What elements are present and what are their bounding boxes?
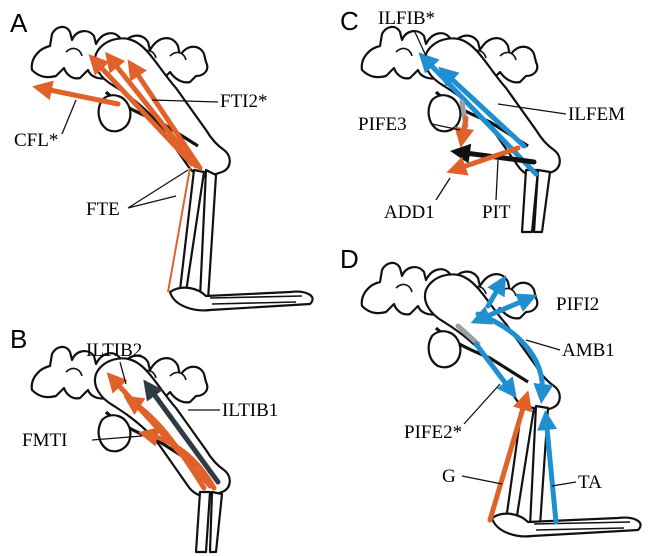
label-ta: TA bbox=[578, 472, 602, 493]
panel-a-letter: A bbox=[10, 8, 28, 38]
label-iltib1: ILTIB1 bbox=[222, 400, 278, 421]
label-g: G bbox=[442, 466, 456, 487]
label-fmti: FMTI bbox=[22, 430, 67, 451]
label-pifi2: PIFI2 bbox=[556, 294, 599, 315]
label-amb1: AMB1 bbox=[562, 340, 615, 361]
panel-b: B ILTIB2 ILTIB1 FMTI bbox=[10, 324, 278, 552]
label-fti2: FTI2* bbox=[220, 91, 268, 112]
muscle-pife3 bbox=[462, 118, 466, 140]
label-pife2: PIFE2* bbox=[404, 422, 462, 443]
panel-c: C ILFIB* ILFEM PIFE3 ADD1 PIT bbox=[340, 6, 625, 232]
panel-d: D PIFI2 AMB1 PIFE2* G TA bbox=[340, 244, 641, 536]
label-fte: FTE bbox=[86, 199, 120, 220]
panel-a: A CFL* FTI2* FTE bbox=[10, 8, 313, 310]
muscle-ta bbox=[546, 418, 556, 522]
label-iltib2: ILTIB2 bbox=[86, 340, 142, 361]
label-cfl: CFL* bbox=[14, 130, 58, 151]
label-pife3: PIFE3 bbox=[358, 114, 407, 135]
label-ilfib: ILFIB* bbox=[378, 8, 435, 29]
label-add1: ADD1 bbox=[384, 202, 435, 223]
panel-d-letter: D bbox=[340, 244, 359, 274]
panel-c-letter: C bbox=[340, 6, 359, 36]
panel-b-letter: B bbox=[10, 324, 27, 354]
label-ilfem: ILFEM bbox=[568, 104, 625, 125]
label-pit: PIT bbox=[482, 202, 511, 223]
